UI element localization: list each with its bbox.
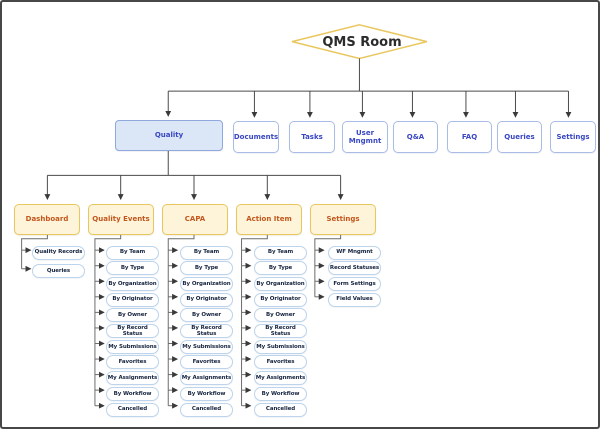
node-quality: Quality: [115, 120, 223, 151]
node-tasks: Tasks: [289, 121, 335, 153]
leaf-by-owner: By Owner: [106, 308, 159, 323]
node-settings: Settings: [550, 121, 596, 153]
leaf-queries: Queries: [32, 264, 85, 279]
leaf-by-workflow: By Workflow: [106, 386, 159, 401]
node-documents: Documents: [233, 121, 279, 153]
node-quality-settings: Settings: [310, 204, 376, 235]
node-quality-action-item: Action Item: [236, 204, 302, 235]
node-user-mngmnt: User Mngmnt: [342, 121, 388, 153]
leaf-by-type: By Type: [254, 261, 307, 276]
leaf-my-submissions: My Submissions: [106, 339, 159, 354]
node-qms-room: QMS Room: [322, 34, 402, 50]
node-faq: FAQ: [447, 121, 492, 153]
leaf-by-organization: By Organization: [106, 276, 159, 291]
leaf-wf-mngmnt: WF Mngmnt: [328, 245, 381, 260]
leaf-quality-records: Quality Records: [32, 245, 85, 260]
leaf-field-values: Field Values: [328, 292, 381, 307]
leaf-cancelled: Cancelled: [106, 402, 159, 417]
node-quality-quality-events: Quality Events: [88, 204, 154, 235]
leaf-by-owner: By Owner: [180, 308, 233, 323]
node-quality-dashboard: Dashboard: [14, 204, 80, 235]
leaf-by-workflow: By Workflow: [180, 386, 233, 401]
leaf-my-submissions: My Submissions: [180, 339, 233, 354]
leaf-by-originator: By Originator: [106, 292, 159, 307]
leaf-favorites: Favorites: [180, 355, 233, 370]
leaf-by-type: By Type: [106, 261, 159, 276]
leaf-cancelled: Cancelled: [180, 402, 233, 417]
leaf-by-workflow: By Workflow: [254, 386, 307, 401]
leaf-favorites: Favorites: [106, 355, 159, 370]
leaf-by-team: By Team: [254, 245, 307, 260]
leaf-by-record-status: By Record Status: [254, 324, 307, 338]
leaf-by-record-status: By Record Status: [106, 324, 159, 338]
leaf-by-record-status: By Record Status: [180, 324, 233, 338]
leaf-record-statuses: Record Statuses: [328, 261, 381, 276]
node-q-a: Q&A: [393, 121, 438, 153]
leaf-cancelled: Cancelled: [254, 402, 307, 417]
leaf-by-organization: By Organization: [254, 276, 307, 291]
leaf-my-assignments: My Assignments: [180, 371, 233, 386]
leaf-by-owner: By Owner: [254, 308, 307, 323]
leaf-form-settings: Form Settings: [328, 276, 381, 291]
leaf-by-team: By Team: [180, 245, 233, 260]
node-quality-capa: CAPA: [162, 204, 228, 235]
leaf-my-assignments: My Assignments: [106, 371, 159, 386]
leaf-by-originator: By Originator: [254, 292, 307, 307]
node-queries: Queries: [497, 121, 542, 153]
leaf-my-submissions: My Submissions: [254, 339, 307, 354]
leaf-by-type: By Type: [180, 261, 233, 276]
leaf-by-team: By Team: [106, 245, 159, 260]
leaf-by-organization: By Organization: [180, 276, 233, 291]
leaf-favorites: Favorites: [254, 355, 307, 370]
leaf-by-originator: By Originator: [180, 292, 233, 307]
leaf-my-assignments: My Assignments: [254, 371, 307, 386]
